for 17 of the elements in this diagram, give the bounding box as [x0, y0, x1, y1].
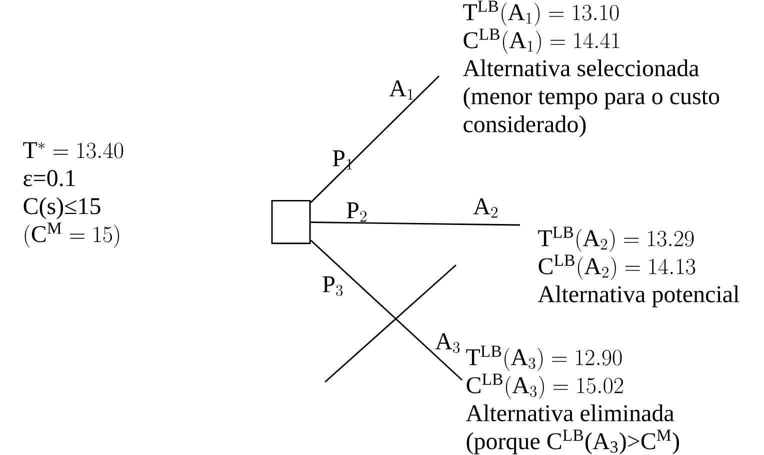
alternative-text: $\mathrm{T}^{\mathrm{LB}}(\mathrm{A}_{2})=13.29$ $\mathrm{C}^{\mathrm{LB}}(\mathrm{A}_{2})=14.13$ Alternativa potencial — [538, 226, 740, 308]
alternative-text: $\mathrm{T}^{\mathrm{LB}}(\mathrm{A}_{3})=12.90$ $\mathrm{C}^{\mathrm{LB}}(\mathrm{A}_{3})=15.02$ Alternativa eliminada (porque C$^{LB}$(A$_{3}$)>C$^{M}$) — [466, 346, 679, 454]
alternative-label: $\mathrm{A}_{3}$ — [435, 333, 460, 353]
branch-line — [310, 75, 440, 204]
branch-line — [310, 222, 520, 226]
parameter-label: $\mathrm{T}^{*}=13.40$ — [23, 142, 124, 158]
edge-label: $\mathrm{P}_{2}$ — [346, 202, 366, 222]
alternative-text: $\mathrm{T}^{\mathrm{LB}}(\mathrm{A}_{1})=13.10$ $\mathrm{C}^{\mathrm{LB}}(\mathrm{A}_{1})=14.41$ Alternativa seleccionada (menor tempo para o custo considerado) — [462, 0, 720, 138]
parameter-label: $(\mathrm{C}^{\mathrm{M}}=15)$ — [24, 222, 120, 248]
parameter-label: ε=0.1 — [24, 170, 75, 186]
branch-node-box — [271, 200, 311, 244]
edge-label: $\mathrm{P}_{3}$ — [322, 276, 343, 296]
alternative-label: $\mathrm{A}_{1}$ — [389, 80, 413, 100]
edge-label: $\mathrm{P}_{1}$ — [332, 150, 352, 170]
parameter-label: C(s)≤15 — [24, 197, 100, 220]
alternative-label: $\mathrm{A}_{2}$ — [473, 198, 498, 218]
branch-line — [310, 240, 462, 381]
